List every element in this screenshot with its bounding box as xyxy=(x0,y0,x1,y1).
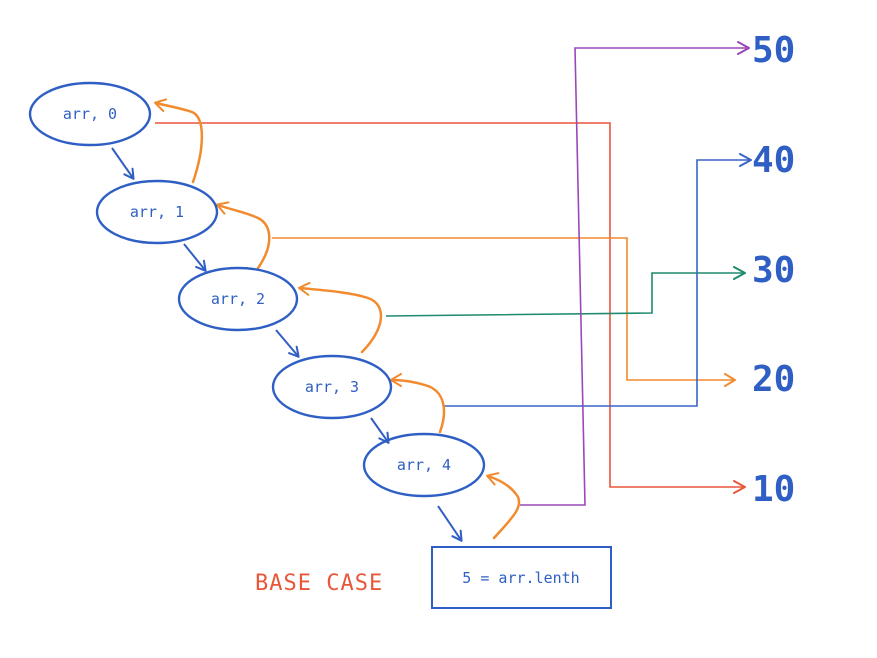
call-arrow-3-4 xyxy=(370,417,390,444)
call-node-label: arr, 4 xyxy=(397,456,451,474)
call-arrow-2-3 xyxy=(275,329,300,358)
call-node-4: arr, 4 xyxy=(362,432,486,498)
call-node-0: arr, 0 xyxy=(28,81,152,147)
return-arrow-4-3 xyxy=(390,373,446,434)
output-value-40: 40 xyxy=(752,140,795,181)
output-value-30: 30 xyxy=(752,250,795,291)
base-case: BASE CASE 5 = arr.lenth xyxy=(255,546,612,609)
line-to-40 xyxy=(444,153,752,407)
line-to-30 xyxy=(385,266,746,317)
call-node-label: arr, 1 xyxy=(130,203,184,221)
call-node-2: arr, 2 xyxy=(177,266,299,332)
line-to-50 xyxy=(520,41,750,506)
call-arrow-4-base xyxy=(437,505,463,542)
call-node-3: arr, 3 xyxy=(271,354,393,420)
return-arrow-base-4 xyxy=(486,472,521,540)
call-arrow-0-1 xyxy=(111,147,135,180)
base-case-label: BASE CASE xyxy=(255,571,383,596)
return-arrow-3-2 xyxy=(298,281,383,354)
output-value-20: 20 xyxy=(752,359,795,400)
return-arrow-1-0 xyxy=(154,98,204,184)
base-case-condition: 5 = arr.lenth xyxy=(462,569,579,587)
output-value-10: 10 xyxy=(752,469,795,510)
call-node-label: arr, 2 xyxy=(211,290,265,308)
call-node-label: arr, 0 xyxy=(63,105,117,123)
line-to-20 xyxy=(272,237,736,387)
call-node-1: arr, 1 xyxy=(95,179,219,245)
line-to-10 xyxy=(155,122,746,494)
call-node-label: arr, 3 xyxy=(305,378,359,396)
output-value-50: 50 xyxy=(752,30,795,71)
return-arrow-2-1 xyxy=(216,201,271,270)
call-arrow-1-2 xyxy=(183,243,207,272)
